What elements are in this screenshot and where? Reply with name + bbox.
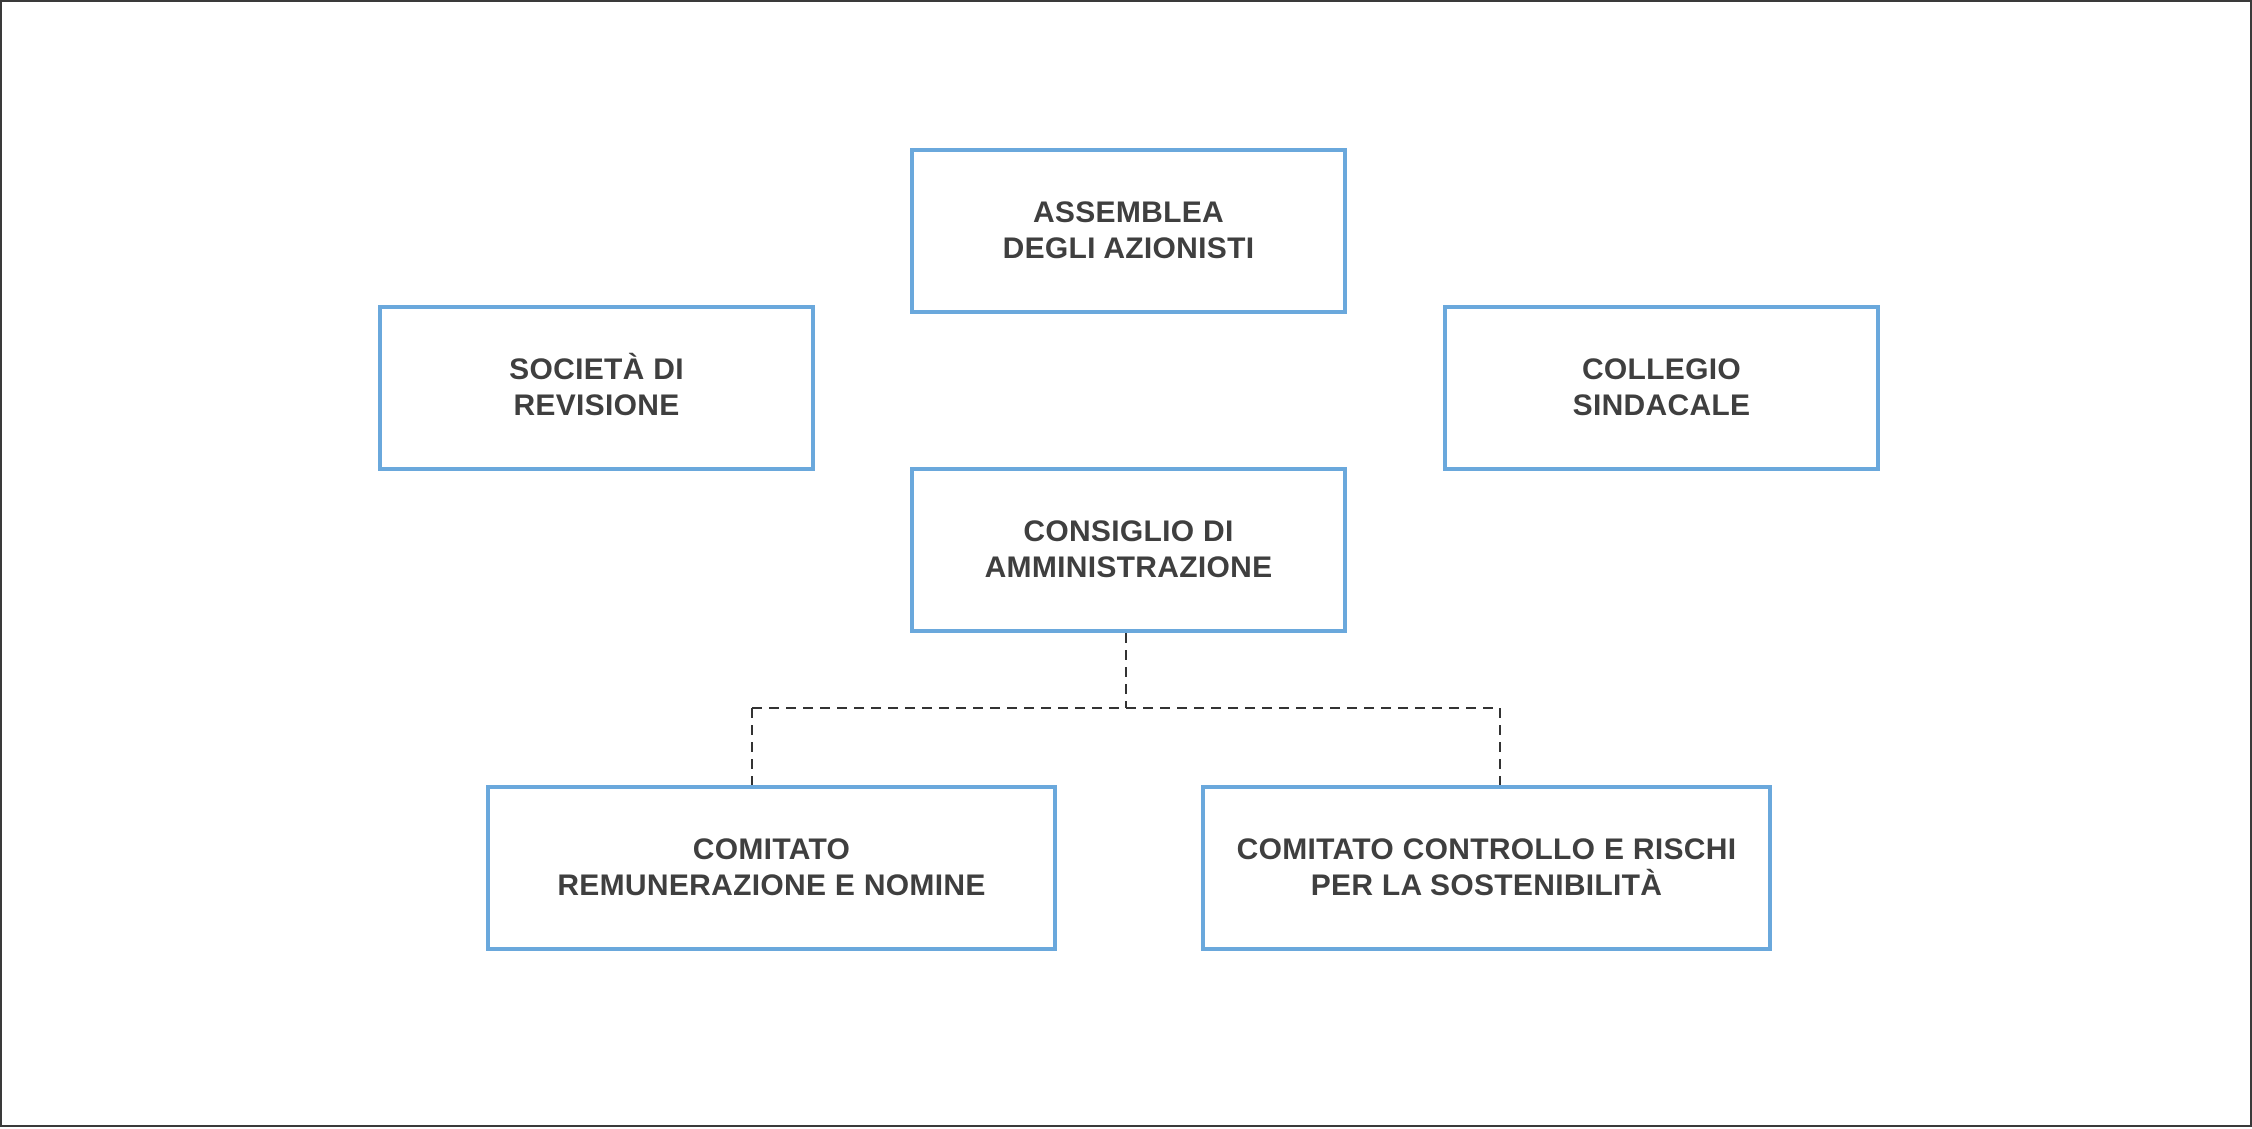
node-comitato-controllo-e-rischi: COMITATO CONTROLLO E RISCHI PER LA SOSTE… (1201, 785, 1772, 951)
node-label-line2: REVISIONE (513, 389, 680, 422)
node-label-line1: COLLEGIO (1581, 353, 1742, 386)
node-label-line2: REMUNERAZIONE E NOMINE (557, 869, 986, 902)
node-consiglio-di-amministrazione: CONSIGLIO DI AMMINISTRAZIONE (910, 467, 1347, 633)
node-comitato-remunerazione-e-nomine: COMITATO REMUNERAZIONE E NOMINE (486, 785, 1057, 951)
node-label-line1: COMITATO CONTROLLO E RISCHI (1236, 833, 1737, 866)
node-societa-di-revisione: SOCIETÀ DI REVISIONE (378, 305, 815, 471)
node-assemblea-degli-azionisti: ASSEMBLEA DEGLI AZIONISTI (910, 148, 1347, 314)
node-label-line1: COMITATO (692, 833, 851, 866)
node-label-line1: SOCIETÀ DI (509, 353, 684, 386)
node-label-line2: SINDACALE (1572, 389, 1751, 422)
node-label-line1: ASSEMBLEA (1032, 196, 1225, 229)
node-label-line2: AMMINISTRAZIONE (984, 551, 1273, 584)
node-label-line1: CONSIGLIO DI (1023, 515, 1234, 548)
node-collegio-sindacale: COLLEGIO SINDACALE (1443, 305, 1880, 471)
node-label-line2: DEGLI AZIONISTI (1002, 232, 1255, 265)
node-label-line2: PER LA SOSTENIBILITÀ (1310, 869, 1663, 902)
